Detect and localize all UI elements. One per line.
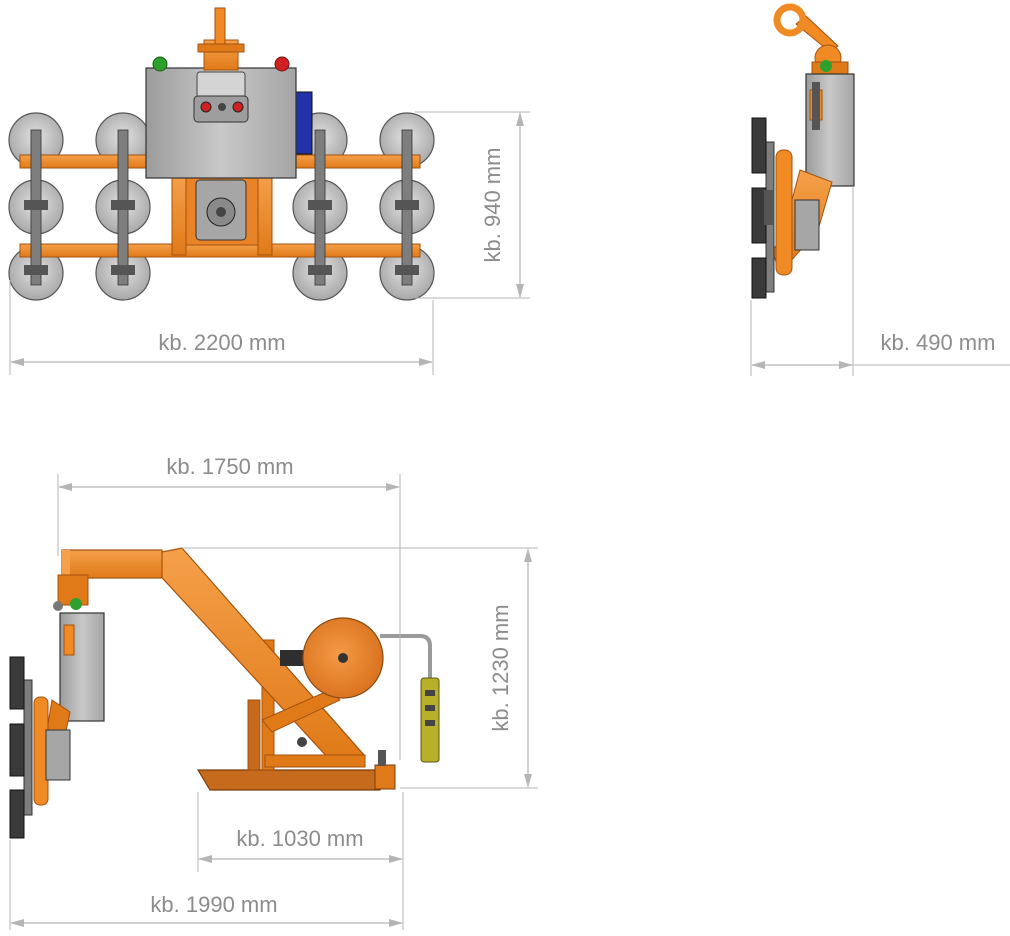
base-length-dimension: kb. 1030 mm: [197, 792, 404, 930]
pendant-control: [420, 677, 440, 763]
front-width-dimension: kb. 2200 mm: [9, 280, 434, 375]
front-height-dimension: kb. 940 mm: [415, 111, 530, 299]
side-lifting-eye: [773, 3, 849, 77]
cup-bars: [24, 129, 419, 286]
total-height-label: kb. 1230 mm: [488, 604, 513, 731]
pump-unit: [195, 179, 247, 241]
crane-view: kb. 1750 mm kb. 1230 mm kb. 1030 mm kb. …: [9, 454, 538, 930]
total-length-dimension: kb. 1990 mm: [9, 840, 403, 930]
total-length-label: kb. 1990 mm: [150, 892, 277, 917]
side-depth-dimension: kb. 490 mm: [750, 186, 1010, 376]
base-plate: [196, 769, 386, 791]
crane-lifting-head: [53, 574, 89, 611]
boom-horizontal: [61, 549, 163, 579]
reach-label: kb. 1750 mm: [166, 454, 293, 479]
total-height-dimension: kb. 1230 mm: [182, 547, 538, 789]
side-depth-label: kb. 490 mm: [881, 330, 996, 355]
front-view: kb. 2200 mm kb. 940 mm: [8, 7, 530, 375]
front-height-label: kb. 940 mm: [480, 148, 505, 263]
lifting-head: [197, 7, 245, 71]
hose-reel: [280, 617, 432, 699]
front-width-label: kb. 2200 mm: [158, 330, 285, 355]
side-view: kb. 490 mm: [750, 3, 1010, 376]
base-length-label: kb. 1030 mm: [236, 826, 363, 851]
blue-panel: [295, 91, 313, 155]
reach-dimension: kb. 1750 mm: [57, 454, 401, 760]
control-housing: [145, 56, 297, 179]
